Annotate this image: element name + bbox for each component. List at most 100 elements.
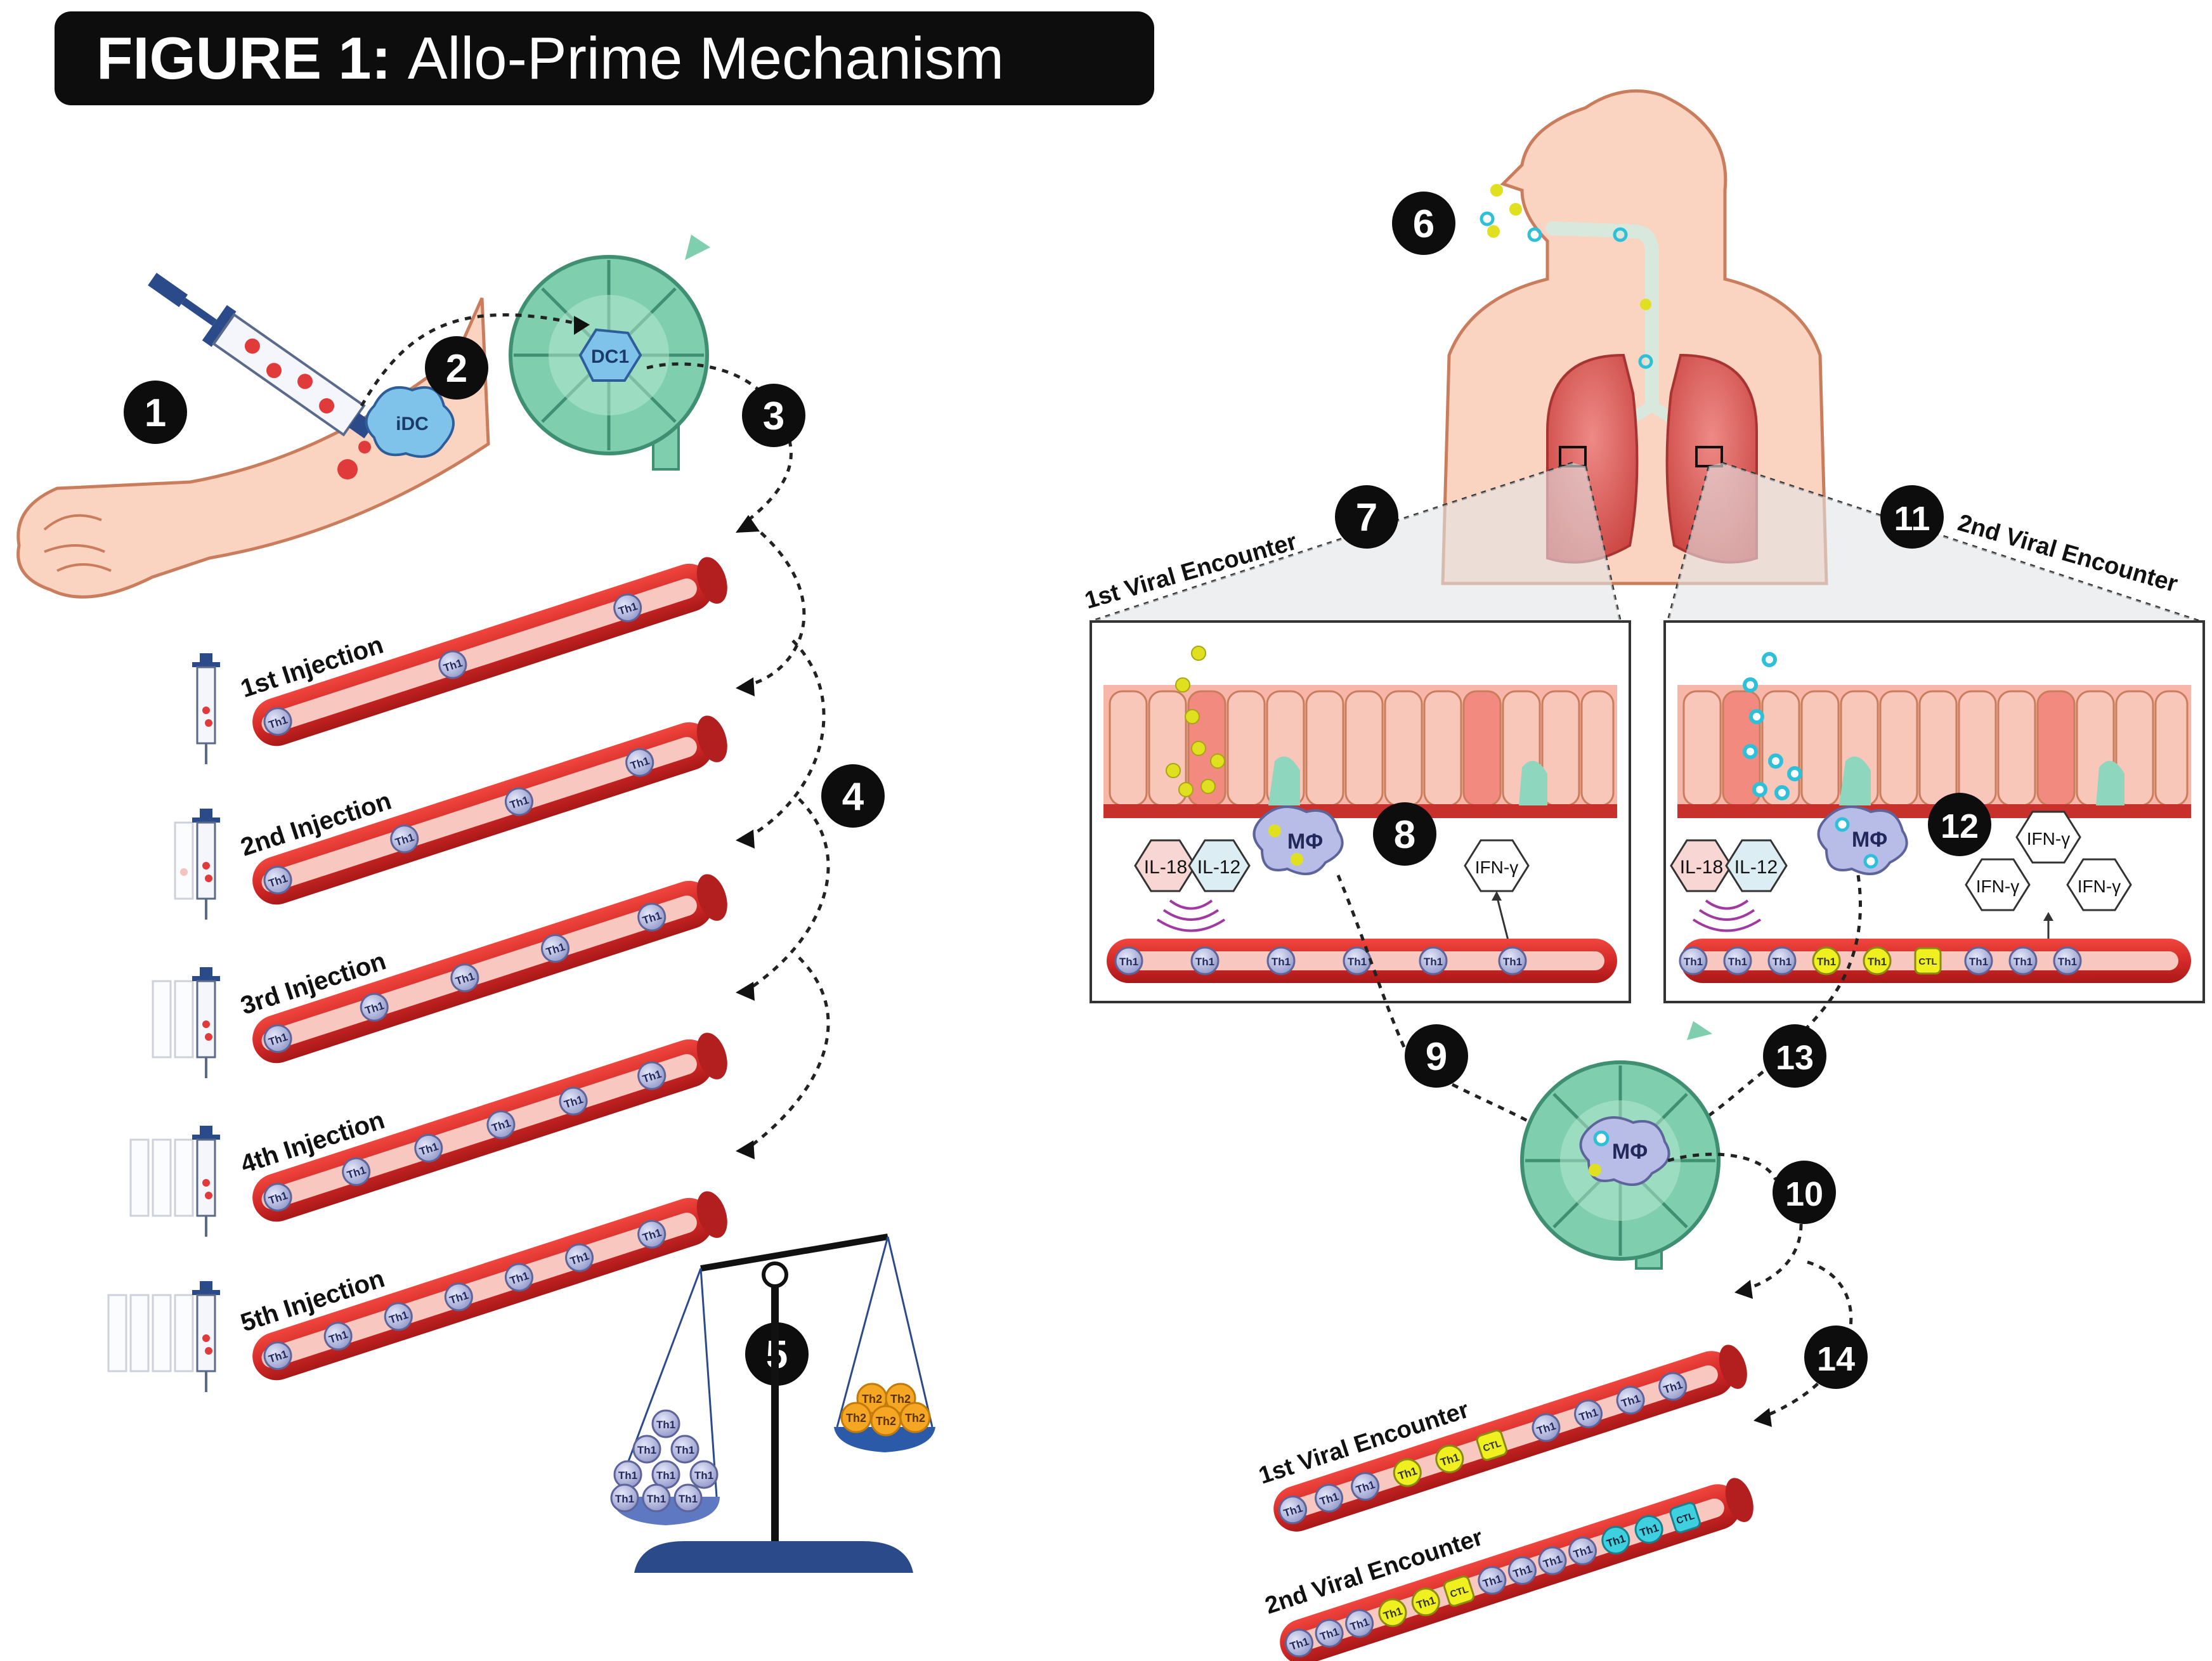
step-11-badge: 11 — [1880, 485, 1944, 549]
outcome-vessel-second: Th1 Th1 Th1 Th1 Th1 CTL Th1 Th1 Th1 Th1 … — [1280, 1478, 1753, 1661]
th1-cell: Th1 — [381, 1298, 417, 1334]
th1-cell: Th1 — [1311, 1615, 1348, 1651]
th1-cell: Th1 — [610, 1483, 639, 1513]
th2-label: Th2 — [890, 1393, 911, 1405]
lymph-node-1: DC1 — [509, 235, 710, 471]
t-cell-row: Th1 Th1 Th1 Th1 Th1 CTL Th1 Th1 Th1 — [1679, 946, 2082, 975]
th1-cell: Th1 — [356, 989, 393, 1026]
injection-vessel-4: Th1 Th1 Th1 Th1 Th1 Th1 — [246, 1029, 733, 1228]
th1-cell: Th1 — [1565, 1533, 1601, 1569]
balance-scale — [612, 1234, 935, 1573]
th1-cell: Th1 — [260, 862, 296, 898]
il12-hexagon: IL-12 — [1188, 839, 1251, 892]
th2-cell: Th2 — [899, 1402, 931, 1433]
th1-cyan-cell: Th1 — [1601, 1525, 1630, 1554]
th1-label: Th1 — [656, 1419, 675, 1431]
lymph-node-2: MΦ — [1520, 1021, 1721, 1270]
step-9-badge: 9 — [1405, 1024, 1468, 1088]
il12-label: IL-12 — [1197, 857, 1240, 878]
panel-first-encounter: MΦ 8 IL-18 IL-12 IFN-γ Th1 Th1 Th1 — [1090, 620, 1631, 1003]
th1-label: Th1 — [1868, 956, 1887, 968]
th1-yellow-cell: Th1 — [1378, 1598, 1407, 1627]
th1-label: Th1 — [1272, 956, 1291, 968]
step-7-badge: 7 — [1335, 485, 1398, 549]
step-1-badge: 1 — [124, 381, 187, 444]
il12-hexagon: IL-12 — [1725, 839, 1788, 892]
step-1-label: 1 — [145, 391, 166, 435]
ifng-label: IFN-γ — [1475, 857, 1518, 877]
th1-cell: Th1 — [609, 590, 646, 626]
th1-cell: Th1 — [1347, 1468, 1383, 1504]
th2-label: Th2 — [862, 1393, 882, 1405]
th1-label: Th1 — [615, 1493, 634, 1505]
ifng-hexagon: IFN-γ — [1464, 839, 1530, 892]
il12-label: IL-12 — [1734, 857, 1778, 878]
idc-label: iDC — [396, 414, 429, 434]
th1-cell: Th1 — [1114, 946, 1143, 975]
ifng-hexagon: IFN-γ — [2066, 858, 2132, 911]
th1-cell: Th1 — [501, 784, 537, 819]
th1-cell: Th1 — [689, 1460, 719, 1489]
step-12-label: 12 — [1941, 807, 1979, 845]
th1-label: Th1 — [656, 1469, 675, 1482]
th1-cell: Th1 — [670, 1435, 699, 1464]
ctl-cell: CTL — [1914, 947, 1942, 975]
th1-cell: Th1 — [483, 1107, 519, 1143]
th1-cell: Th1 — [642, 1483, 671, 1513]
th1-cell: Th1 — [1570, 1396, 1606, 1432]
th2-label: Th2 — [905, 1412, 925, 1424]
small-syringe-icon — [174, 809, 220, 920]
th1-cell: Th1 — [1341, 1605, 1377, 1641]
step-13-badge: 13 — [1763, 1024, 1826, 1088]
injection-vessel-5: Th1 Th1 Th1 Th1 Th1 Th1 Th1 — [246, 1187, 733, 1387]
th1-yellow-cell: Th1 — [1435, 1444, 1464, 1473]
th1-cell-pile: Th1 Th1 Th1 Th1 Th1 Th1 Th1 Th1 Th1 — [610, 1409, 719, 1513]
th1-cell: Th1 — [634, 899, 670, 935]
th1-cell: Th1 — [1723, 946, 1752, 975]
th1-label: Th1 — [647, 1493, 666, 1505]
th1-label: Th1 — [618, 1469, 637, 1482]
step-11-label: 11 — [1894, 500, 1930, 538]
ctl-cell: CTL — [1476, 1430, 1508, 1461]
th1-label: Th1 — [1195, 956, 1214, 968]
th1-cell: Th1 — [410, 1130, 446, 1166]
step-6-label: 6 — [1413, 202, 1435, 246]
th1-label: Th1 — [1424, 956, 1443, 968]
ifng-hexagon: IFN-γ — [2015, 811, 2081, 864]
step-14-label: 14 — [1817, 1340, 1855, 1378]
ifng-hexagon: IFN-γ — [1965, 858, 2031, 911]
th1-cell: Th1 — [537, 930, 573, 967]
panel-second-encounter: MΦ 12 IL-18 IL-12 IFN-γ IFN-γ IFN-γ — [1663, 620, 2205, 1003]
macrophage-cell: MΦ — [1579, 1116, 1670, 1186]
th1-label: Th1 — [1817, 956, 1836, 968]
th1-cell: Th1 — [320, 1318, 356, 1354]
step-4-label: 4 — [842, 775, 864, 819]
th1-cell: Th1 — [1655, 1369, 1691, 1405]
ctl-cyan-cell: CTL — [1669, 1502, 1701, 1534]
th1-cell: Th1 — [1535, 1542, 1570, 1579]
th1-cell: Th1 — [613, 1460, 642, 1489]
figure-title-number: FIGURE 1: — [96, 25, 391, 91]
arm-illustration — [16, 297, 490, 599]
th1-cell: Th1 — [386, 821, 422, 857]
th1-cell: Th1 — [2053, 946, 2082, 975]
th1-cell: Th1 — [1281, 1625, 1317, 1661]
th2-cell: Th2 — [840, 1402, 872, 1433]
step-14-badge: 14 — [1804, 1326, 1868, 1389]
th1-label: Th1 — [1969, 956, 1988, 968]
arrow-2 — [360, 313, 578, 407]
step-10-badge: 10 — [1773, 1161, 1836, 1224]
th2-cell-pile: Th2 Th2 Th2 Th2 Th2 — [840, 1383, 931, 1436]
il18-label: IL-18 — [1680, 857, 1723, 878]
macrophage-label: MΦ — [1852, 828, 1887, 852]
step-2-label: 2 — [446, 347, 467, 391]
th1-cell: Th1 — [434, 647, 471, 682]
th1-cell: Th1 — [632, 1435, 661, 1464]
th2-cell: Th2 — [870, 1405, 902, 1436]
dc1-label: DC1 — [591, 346, 629, 367]
th1-cell: Th1 — [446, 960, 483, 996]
macrophage-cell: MΦ — [1817, 805, 1908, 875]
th1-cell: Th1 — [1419, 946, 1448, 975]
small-syringe-icon — [152, 967, 220, 1078]
th1-cell: Th1 — [1679, 946, 1708, 975]
